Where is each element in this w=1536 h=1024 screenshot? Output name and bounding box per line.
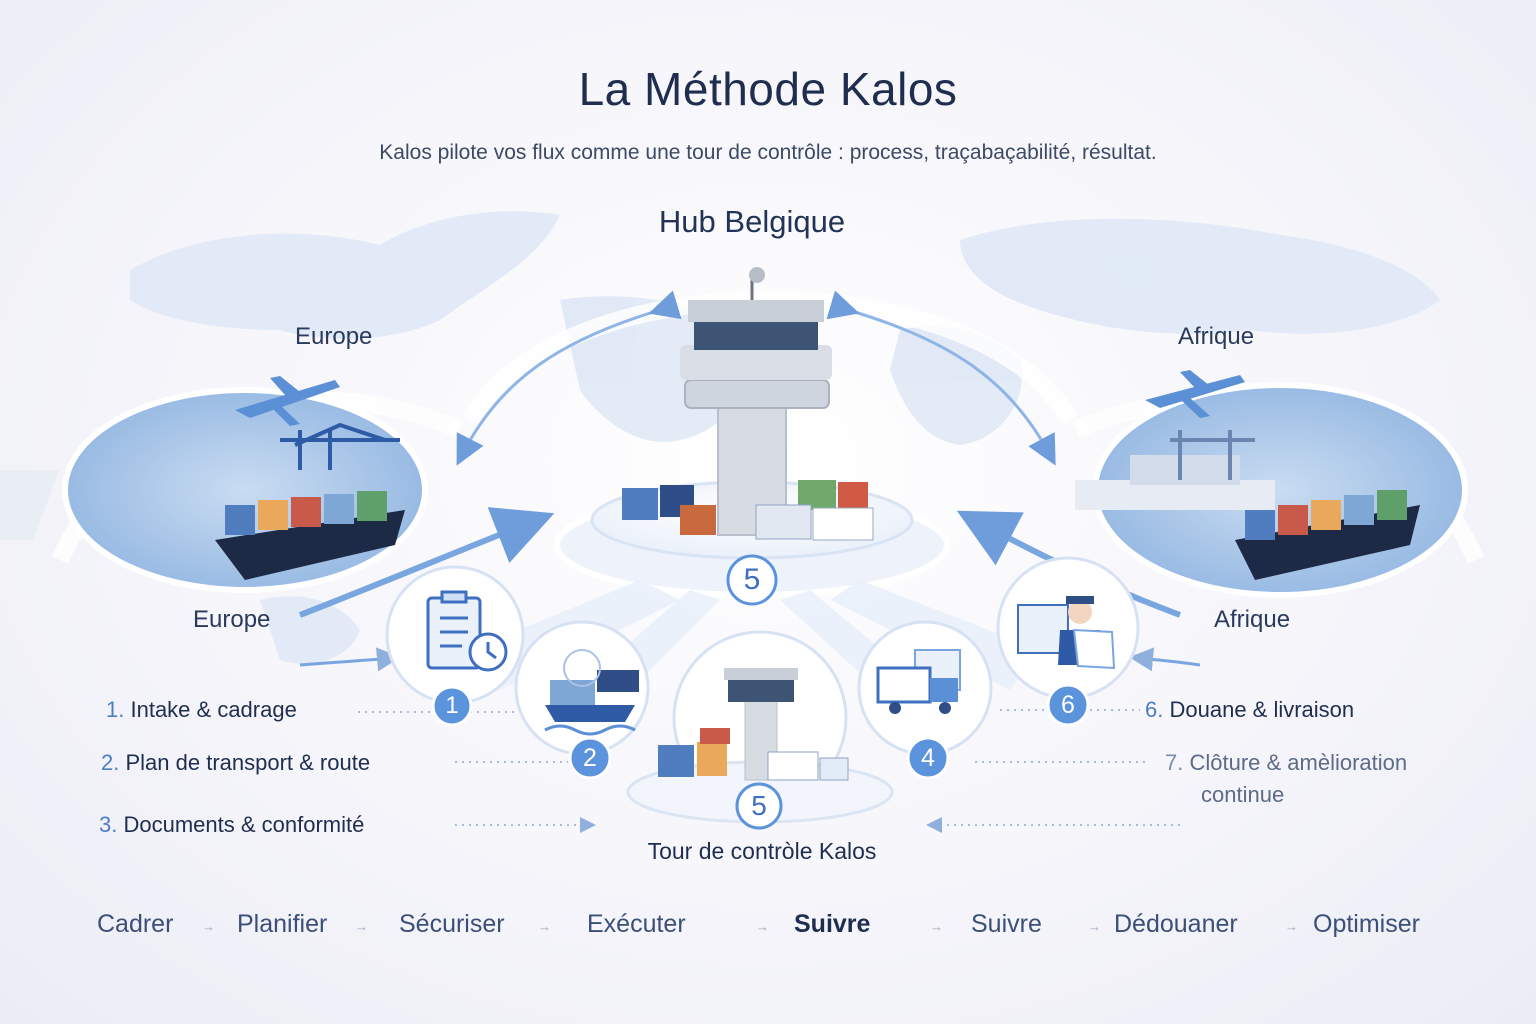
flow-arrow-4: → <box>756 919 769 934</box>
hub-badge-5: 5 <box>728 563 776 597</box>
badge-6: 6 <box>1048 691 1088 720</box>
step-6-number: 6. <box>1145 697 1163 722</box>
step-2: 2. Plan de transport & route <box>101 750 370 776</box>
flow-arrow-7: → <box>1285 919 1298 934</box>
region-europe-top: Europe <box>295 323 372 351</box>
flow-step-dedouaner: Dédouaner <box>1114 910 1238 939</box>
step-1-number: 1. <box>106 697 124 722</box>
step-7: 7. Clôture & amèlioration <box>1165 750 1407 776</box>
region-europe-bottom: Europe <box>193 606 270 634</box>
step-3-number: 3. <box>99 812 117 837</box>
hub-label: Hub Belgique <box>0 204 1504 240</box>
flow-arrow-6: → <box>1088 919 1101 934</box>
page-subtitle: Kalos pilote vos flux comme une tour de … <box>0 141 1536 165</box>
badge-2: 2 <box>570 744 610 773</box>
flow-step-suivre: Suivre <box>971 910 1042 939</box>
step-1: 1. Intake & cadrage <box>106 697 297 723</box>
flow-step-executer: Exécuter <box>587 910 686 939</box>
flow-arrow-1: → <box>202 919 215 934</box>
step-2-label: Plan de transport & route <box>125 750 370 775</box>
flow-step-securiser: Sécuriser <box>399 910 505 939</box>
step-2-number: 2. <box>101 750 119 775</box>
flow-arrow-3: → <box>538 919 551 934</box>
region-afrique-bottom: Afrique <box>1214 606 1290 634</box>
flow-step-suivre-emphasis: Suivre <box>794 910 870 939</box>
region-afrique-top: Afrique <box>1178 323 1254 351</box>
step-7-label: Clôture & amèlioration <box>1189 750 1407 775</box>
step-3-label: Documents & conformité <box>123 812 364 837</box>
step-3: 3. Documents & conformité <box>99 812 364 838</box>
flow-step-planifier: Planifier <box>237 910 327 939</box>
flow-arrow-2: → <box>355 919 368 934</box>
step-7-number: 7. <box>1165 750 1183 775</box>
page-title: La Méthode Kalos <box>0 62 1536 116</box>
tower-label: Tour de contròle Kalos <box>0 838 1524 865</box>
step-6: 6. Douane & livraison <box>1145 697 1354 723</box>
step-7-line2: continue <box>1201 782 1284 808</box>
step-6-label: Douane & livraison <box>1169 697 1354 722</box>
step-1-label: Intake & cadrage <box>130 697 296 722</box>
badge-4: 4 <box>908 744 948 773</box>
flow-arrow-5: → <box>930 919 943 934</box>
badge-1: 1 <box>433 692 471 720</box>
flow-step-cadrer: Cadrer <box>97 910 173 939</box>
flow-step-optimiser: Optimiser <box>1313 910 1420 939</box>
badge-5-center: 5 <box>737 790 781 822</box>
